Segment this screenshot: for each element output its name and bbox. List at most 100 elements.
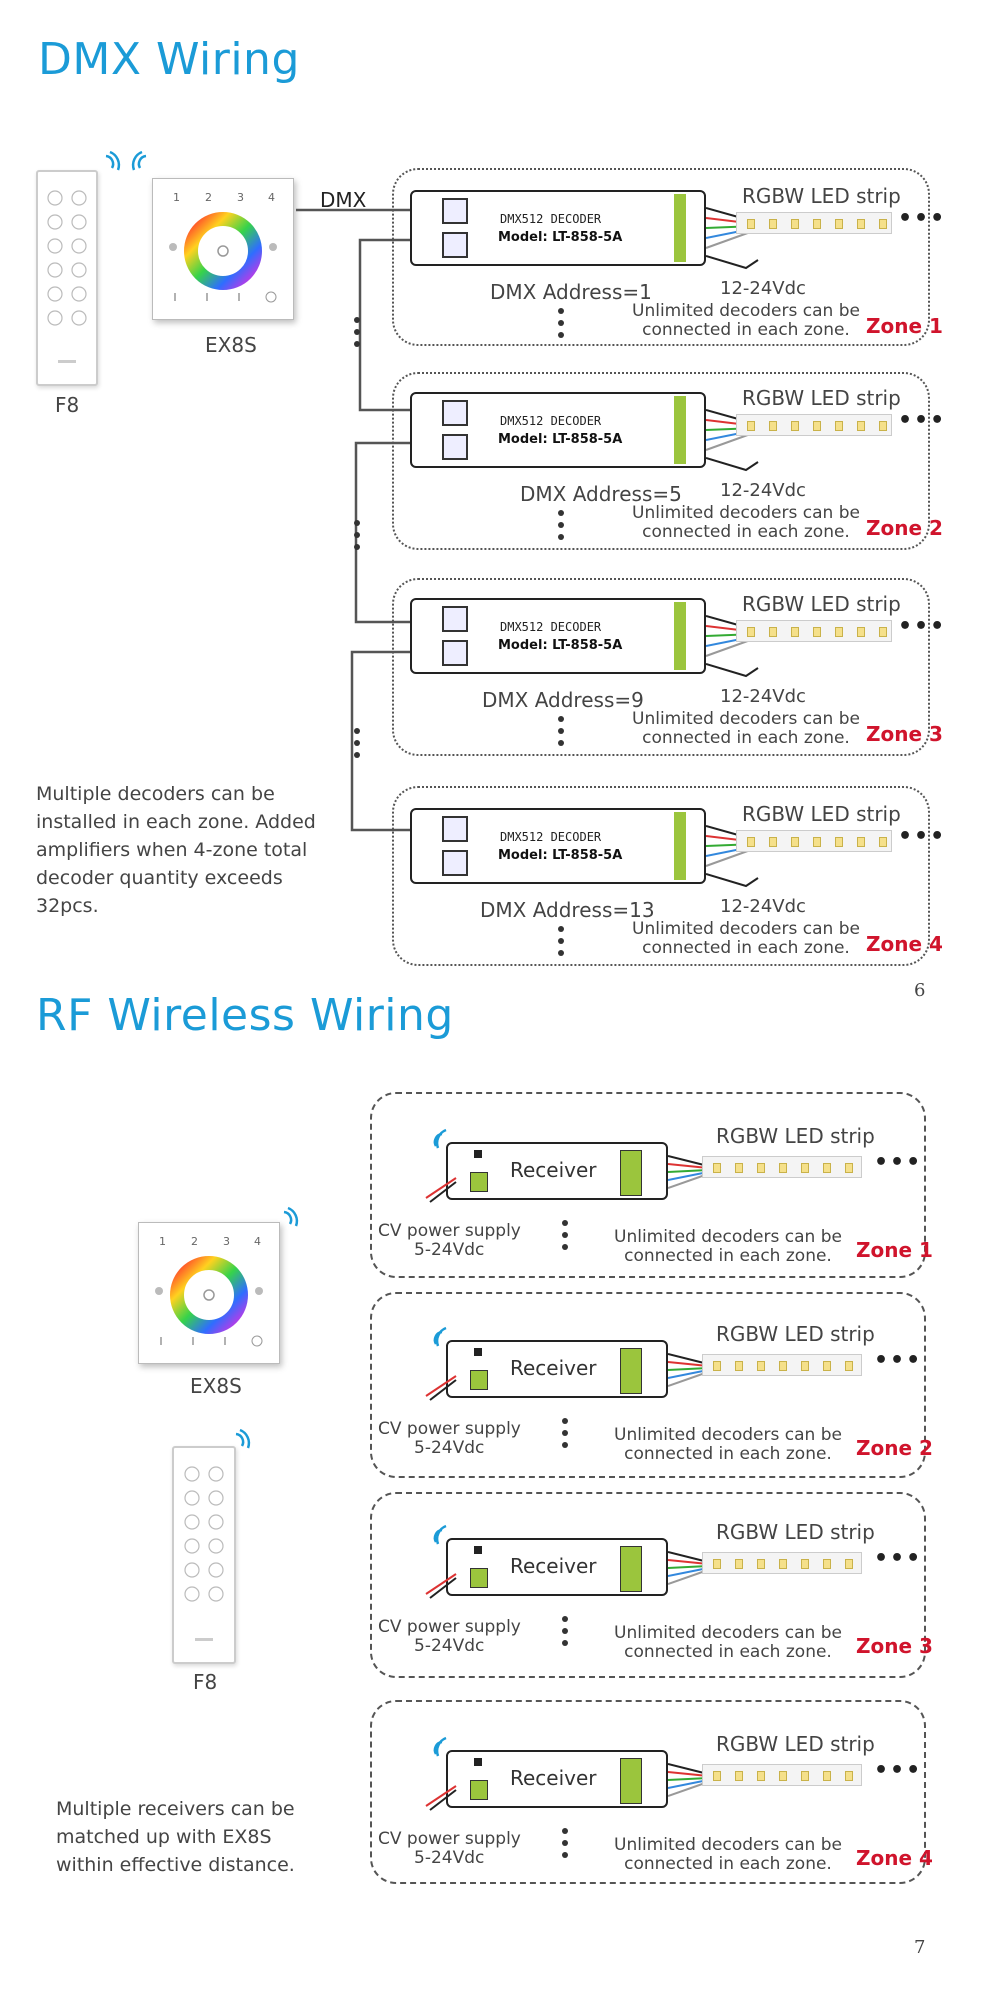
zone-label: Zone 1: [866, 314, 943, 338]
zone-label: Zone 4: [866, 932, 943, 956]
rf-wiring-title: RF Wireless Wiring: [36, 990, 454, 1041]
rgbw-led-strip: [702, 1552, 862, 1574]
rj45-port-icon: [442, 198, 468, 224]
decoder-title: DMX512 DECODER: [500, 212, 602, 226]
led-chip: [791, 627, 799, 637]
rgbw-strip-label: RGBW LED strip: [716, 1732, 875, 1756]
led-chip: [813, 421, 821, 431]
chain-dots: [354, 317, 360, 353]
note-line: 32pcs.: [36, 895, 99, 917]
page-number-6: 6: [914, 980, 926, 1001]
output-terminal-icon: [620, 1546, 642, 1592]
note-line: amplifiers when 4-zone total: [36, 839, 308, 861]
led-chip: [735, 1361, 743, 1371]
led-chip: [823, 1559, 831, 1569]
led-chip: [835, 627, 843, 637]
unlimited-line: connected in each zone.: [642, 522, 850, 542]
led-chip: [879, 837, 887, 847]
rj45-port-icon: [442, 606, 468, 632]
led-chip: [801, 1163, 809, 1173]
rj45-port-icon: [442, 816, 468, 842]
f8-label-top: F8: [55, 393, 80, 417]
supply-line: 5-24Vdc: [414, 1848, 485, 1868]
more-decoders-dots: [558, 926, 564, 962]
f8-label-bottom: F8: [193, 1670, 218, 1694]
cv-supply-note: CV power supply 5-24Vdc: [378, 1830, 521, 1868]
led-chip: [845, 1163, 853, 1173]
terminal-block-icon: [674, 396, 686, 464]
decoder-title: DMX512 DECODER: [500, 414, 602, 428]
strip-continuation: •••: [874, 1546, 923, 1571]
dmx-decoder: DMX512 DECODER Model: LT-858-5A: [410, 190, 706, 266]
supply-line: 5-24Vdc: [414, 1240, 485, 1260]
led-chip: [747, 627, 755, 637]
rgbw-led-strip: [702, 1354, 862, 1376]
led-chip: [823, 1361, 831, 1371]
led-chip: [857, 627, 865, 637]
decoder-model: Model: LT-858-5A: [498, 638, 623, 653]
led-chip: [735, 1163, 743, 1173]
more-decoders-dots: [558, 510, 564, 546]
remote-buttons-icon: [184, 1466, 224, 1641]
unlimited-line: Unlimited decoders can be: [632, 709, 860, 729]
rgbw-strip-label: RGBW LED strip: [742, 386, 901, 410]
unlimited-note: Unlimited decoders can be connected in e…: [614, 1426, 842, 1464]
cv-supply-note: CV power supply 5-24Vdc: [378, 1618, 521, 1656]
led-chip: [713, 1163, 721, 1173]
rgbw-strip-label: RGBW LED strip: [716, 1322, 875, 1346]
unlimited-line: connected in each zone.: [642, 728, 850, 748]
dmx-decoder: DMX512 DECODER Model: LT-858-5A: [410, 598, 706, 674]
zone-label: Zone 2: [856, 1436, 933, 1460]
led-chip: [747, 837, 755, 847]
more-receivers-dots: [562, 1418, 568, 1454]
supply-line: CV power supply: [378, 1617, 521, 1637]
rgbw-led-strip: [702, 1156, 862, 1178]
led-chip: [769, 421, 777, 431]
receiver-label: Receiver: [510, 1554, 597, 1578]
led-chip: [713, 1361, 721, 1371]
f8-remote: [36, 170, 98, 386]
rgbw-strip-label: RGBW LED strip: [742, 184, 901, 208]
led-chip: [857, 421, 865, 431]
dmx-address-label: DMX Address=13: [480, 898, 655, 922]
unlimited-line: Unlimited decoders can be: [632, 919, 860, 939]
ex8s-label-top: EX8S: [205, 333, 257, 357]
led-chip: [801, 1559, 809, 1569]
led-chip: [813, 219, 821, 229]
power-label: 12-24Vdc: [720, 896, 806, 917]
svg-text:3: 3: [223, 1235, 230, 1248]
led-chip: [747, 421, 755, 431]
zone-label: Zone 4: [856, 1846, 933, 1870]
svg-text:2: 2: [205, 191, 212, 204]
led-chip: [835, 837, 843, 847]
led-chip: [835, 421, 843, 431]
receiver-label: Receiver: [510, 1356, 597, 1380]
led-chip: [757, 1361, 765, 1371]
strip-continuation: •••: [898, 408, 947, 433]
supply-line: CV power supply: [378, 1829, 521, 1849]
decoder-model: Model: LT-858-5A: [498, 848, 623, 863]
rgbw-strip-label: RGBW LED strip: [716, 1520, 875, 1544]
power-label: 12-24Vdc: [720, 278, 806, 299]
receiver-label: Receiver: [510, 1766, 597, 1790]
receiver-button-icon: [474, 1546, 482, 1554]
output-wires-icon: [668, 1155, 709, 1189]
unlimited-line: Unlimited decoders can be: [632, 301, 860, 321]
rj45-port-icon: [442, 400, 468, 426]
dmx-note: Multiple decoders can be installed in ea…: [36, 780, 316, 920]
remote-buttons-icon: [47, 190, 87, 363]
led-chip: [801, 1361, 809, 1371]
rj45-port-icon: [442, 434, 468, 460]
output-wires-icon: [668, 1551, 709, 1585]
rf-receiver: Receiver: [446, 1142, 668, 1200]
decoder-model: Model: LT-858-5A: [498, 432, 623, 447]
zone-label: Zone 2: [866, 516, 943, 540]
more-receivers-dots: [562, 1616, 568, 1652]
dmx-zone-box: [392, 372, 930, 550]
dmx-address-label: DMX Address=1: [490, 280, 652, 304]
rf-zone-box: [370, 1092, 926, 1278]
dmx-zone-box: [392, 786, 930, 966]
terminal-block-icon: [674, 194, 686, 262]
unlimited-line: connected in each zone.: [624, 1246, 832, 1266]
